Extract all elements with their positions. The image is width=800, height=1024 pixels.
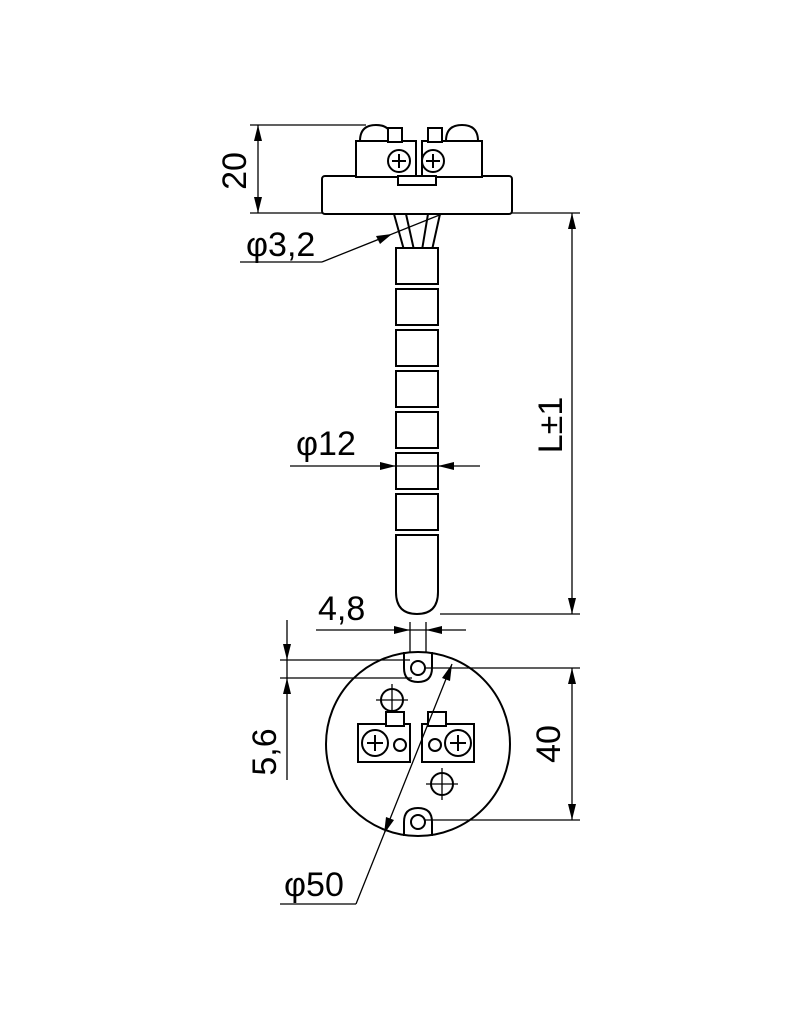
- terminal-block-top: [357, 711, 475, 763]
- dim-sheath-diameter: [290, 462, 480, 470]
- flange-outline: [325, 651, 511, 837]
- bottom-mounting-slot: [403, 806, 433, 836]
- dim-length: [440, 212, 580, 615]
- dim-label-slot-width: 4,8: [318, 590, 365, 628]
- terminal-head: [321, 123, 513, 215]
- side-view: 20 φ3,2 L±1 φ12: [216, 123, 580, 616]
- dim-label-flange-diameter: φ50: [284, 866, 344, 904]
- dim-flange-diameter: [280, 663, 453, 905]
- dim-label-20: 20: [216, 152, 254, 190]
- dim-label-hole-spacing: 40: [530, 725, 568, 763]
- dim-label-sheath-diameter: φ12: [296, 425, 356, 463]
- dim-label-slot-offset: 5,6: [246, 728, 284, 775]
- top-view: 4,8 5,6 40 φ50: [246, 590, 580, 905]
- dim-label-wire-diameter: φ3,2: [246, 226, 315, 264]
- dim-label-length: L±1: [532, 397, 570, 453]
- dim-slot-offset: [280, 620, 412, 780]
- dim-slot-width: [316, 622, 466, 652]
- dim-height-20: [250, 124, 366, 214]
- top-mounting-slot: [403, 652, 433, 684]
- dim-wire-diameter: [240, 213, 443, 263]
- ceramic-beads: [395, 247, 439, 616]
- lead-wires: [393, 213, 441, 251]
